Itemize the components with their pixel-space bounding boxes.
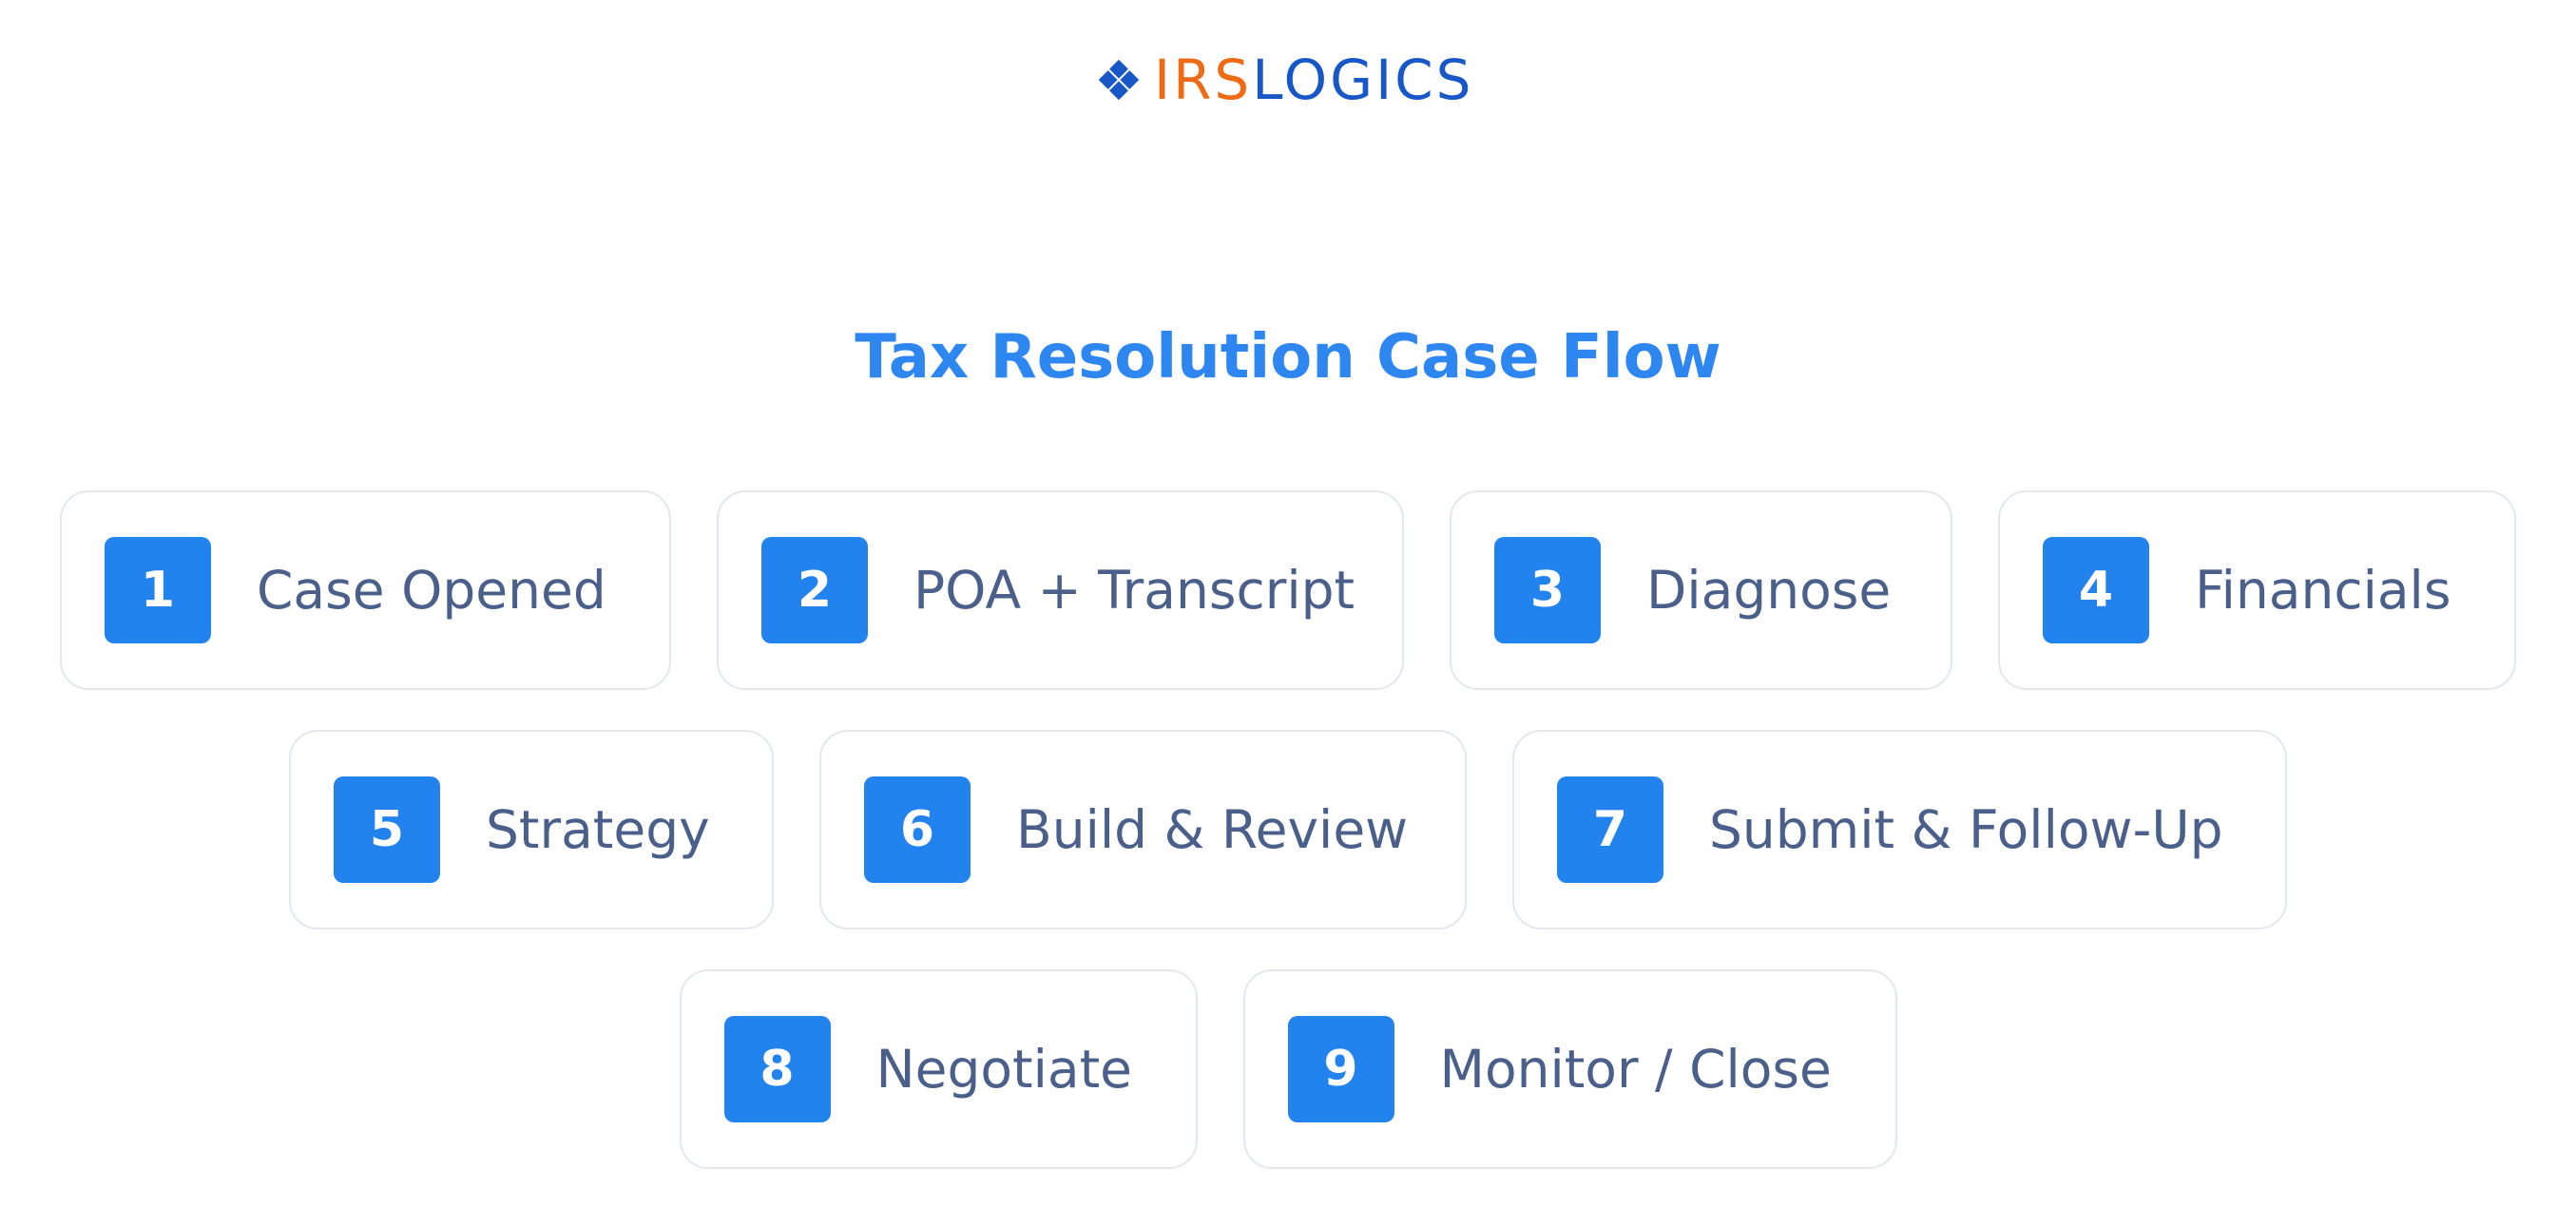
step-card-negotiate[interactable]: 8 Negotiate (679, 969, 1198, 1169)
step-card-build-review[interactable]: 6 Build & Review (819, 730, 1467, 929)
step-label: Strategy (486, 799, 710, 860)
step-number-badge: 5 (334, 776, 440, 883)
logo-wordmark: IRSLOGICS (1154, 52, 1474, 107)
step-label: Case Opened (257, 560, 606, 621)
step-label: Submit & Follow-Up (1709, 799, 2223, 860)
step-row-3: 8 Negotiate 9 Monitor / Close (0, 969, 2576, 1169)
step-number-badge: 1 (105, 537, 211, 643)
step-row-2: 5 Strategy 6 Build & Review 7 Submit & F… (0, 730, 2576, 929)
step-number-badge: 8 (723, 1016, 831, 1122)
page-title: Tax Resolution Case Flow (855, 322, 1721, 393)
step-label: Diagnose (1646, 560, 1892, 621)
step-label: Build & Review (1016, 799, 1409, 860)
irslogics-logo: IRSLOGICS (1095, 46, 1474, 114)
step-number-badge: 4 (2043, 537, 2149, 643)
logo-text-irs: IRS (1154, 48, 1253, 112)
logo-text-logics: LOGICS (1252, 48, 1474, 112)
diamond-grid-icon (1098, 59, 1140, 101)
step-label: Monitor / Close (1439, 1039, 1832, 1100)
step-card-diagnose[interactable]: 3 Diagnose (1450, 490, 1952, 690)
step-label: Negotiate (875, 1039, 1133, 1100)
step-row-1: 1 Case Opened 2 POA + Transcript 3 Diagn… (0, 490, 2576, 690)
step-card-submit-follow-up[interactable]: 7 Submit & Follow-Up (1512, 730, 2287, 929)
step-card-strategy[interactable]: 5 Strategy (289, 730, 774, 929)
step-card-poa-transcript[interactable]: 2 POA + Transcript (717, 490, 1404, 690)
step-label: Financials (2195, 560, 2451, 621)
step-number-badge: 2 (761, 537, 868, 643)
step-number-badge: 6 (864, 776, 971, 883)
step-card-financials[interactable]: 4 Financials (1998, 490, 2516, 690)
step-card-monitor-close[interactable]: 9 Monitor / Close (1242, 969, 1897, 1169)
step-card-case-opened[interactable]: 1 Case Opened (60, 490, 671, 690)
case-flow-steps: 1 Case Opened 2 POA + Transcript 3 Diagn… (0, 490, 2576, 1209)
step-number-badge: 9 (1287, 1016, 1394, 1122)
step-number-badge: 7 (1557, 776, 1663, 883)
step-number-badge: 3 (1494, 537, 1601, 643)
step-label: POA + Transcript (913, 560, 1355, 621)
